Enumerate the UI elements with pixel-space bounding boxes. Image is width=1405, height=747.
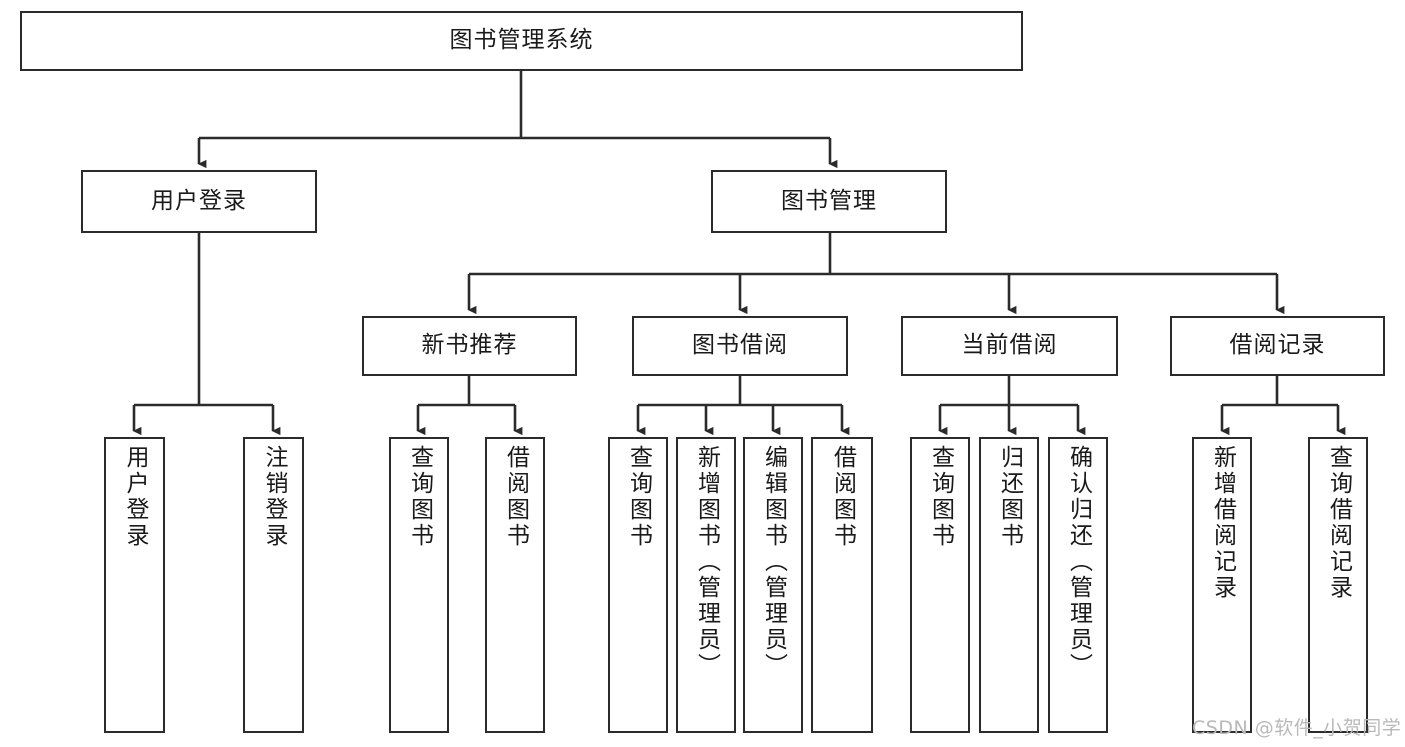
node-book-borrow[interactable]: 图书借阅 xyxy=(632,316,848,376)
node-label: 新增图书（管理员） xyxy=(693,445,720,679)
node-new-book-recommend[interactable]: 新书推荐 xyxy=(362,316,577,376)
node-label: 查询图书 xyxy=(625,445,652,549)
node-label: 注销登录 xyxy=(261,445,287,549)
node-leaf-confirm-return-admin[interactable]: 确认归还（管理员） xyxy=(1048,437,1108,733)
node-label: 查询借阅记录 xyxy=(1325,445,1352,601)
node-leaf-query-book-recommend[interactable]: 查询图书 xyxy=(389,437,449,733)
node-leaf-add-borrow-record[interactable]: 新增借阅记录 xyxy=(1192,437,1252,733)
node-label: 图书借阅 xyxy=(692,332,788,359)
node-leaf-logout[interactable]: 注销登录 xyxy=(243,437,304,733)
node-label: 新增借阅记录 xyxy=(1209,445,1236,601)
node-label: 查询图书 xyxy=(406,445,433,549)
csdn-watermark: CSDN @软件_小贺同学 xyxy=(1192,717,1402,739)
node-label: 借阅图书 xyxy=(502,445,529,549)
node-label: 新书推荐 xyxy=(421,332,518,359)
node-root-book-management-system[interactable]: 图书管理系统 xyxy=(20,11,1023,71)
node-user-login[interactable]: 用户登录 xyxy=(81,170,317,233)
node-leaf-query-borrow-record[interactable]: 查询借阅记录 xyxy=(1308,437,1368,733)
node-label: 确认归还（管理员） xyxy=(1065,445,1092,679)
node-leaf-return-book[interactable]: 归还图书 xyxy=(979,437,1039,733)
node-leaf-borrow-book[interactable]: 借阅图书 xyxy=(811,437,873,733)
node-label: 借阅图书 xyxy=(829,445,856,549)
node-leaf-query-book-borrow[interactable]: 查询图书 xyxy=(608,437,668,733)
node-borrow-record[interactable]: 借阅记录 xyxy=(1170,316,1385,376)
node-label: 当前借阅 xyxy=(961,332,1058,359)
node-label: 查询图书 xyxy=(927,445,954,549)
node-leaf-user-login[interactable]: 用户登录 xyxy=(104,437,165,733)
node-label: 用户登录 xyxy=(122,445,148,549)
node-label: 图书管理 xyxy=(781,187,877,214)
node-leaf-borrow-book-recommend[interactable]: 借阅图书 xyxy=(485,437,545,733)
node-label: 借阅记录 xyxy=(1229,332,1326,359)
node-label: 归还图书 xyxy=(996,445,1023,549)
node-label: 图书管理系统 xyxy=(449,27,594,54)
node-label: 用户登录 xyxy=(151,187,247,214)
node-current-borrow[interactable]: 当前借阅 xyxy=(901,316,1118,376)
node-book-management[interactable]: 图书管理 xyxy=(711,170,947,233)
node-label: 编辑图书（管理员） xyxy=(760,445,787,679)
node-leaf-query-book-current[interactable]: 查询图书 xyxy=(910,437,970,733)
node-leaf-add-book-admin[interactable]: 新增图书（管理员） xyxy=(676,437,736,733)
node-leaf-edit-book-admin[interactable]: 编辑图书（管理员） xyxy=(743,437,803,733)
